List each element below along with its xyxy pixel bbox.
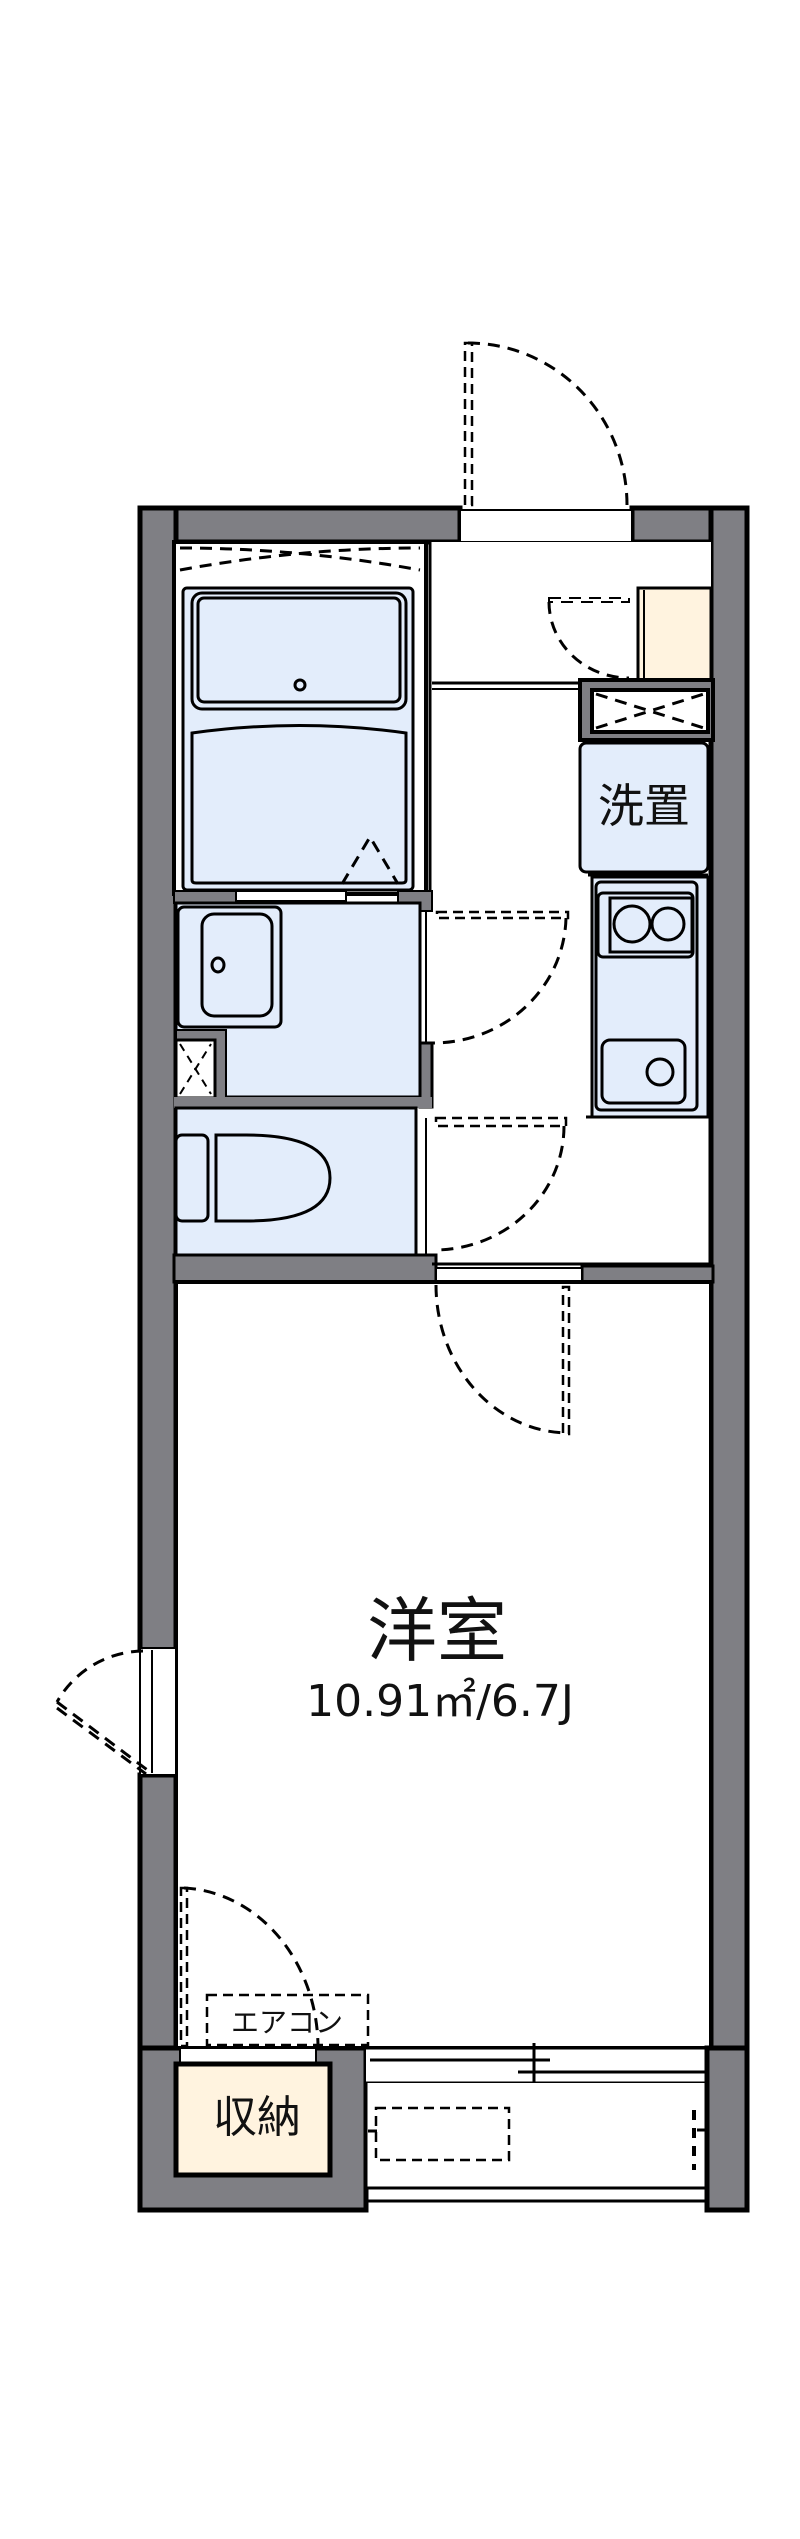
partition-wall <box>172 1253 438 1284</box>
washer-space-label: 洗置 <box>598 779 690 833</box>
bathroom <box>172 540 428 902</box>
air-conditioner-label: エアコン <box>231 2006 343 2039</box>
side-window[interactable] <box>55 1647 177 1776</box>
storage-closet[interactable]: 収納 <box>173 2047 333 2178</box>
toilet-icon <box>174 1133 332 1223</box>
ac-outdoor-unit <box>368 2106 511 2162</box>
balcony <box>364 2083 708 2210</box>
washbasin-icon <box>176 905 283 1029</box>
room-label: 洋室 <box>367 1590 507 1672</box>
washer-space: 洗置 <box>578 741 710 874</box>
washroom-door[interactable] <box>425 910 570 1045</box>
interior-wall <box>173 890 237 904</box>
toilet-door[interactable] <box>425 1116 568 1255</box>
closet-door[interactable] <box>179 1886 320 2048</box>
air-conditioner: エアコン <box>205 1993 370 2047</box>
kitchen-sink-icon <box>600 1038 687 1105</box>
room-area: 10.91㎡/6.7J <box>306 1676 574 1727</box>
room-door[interactable] <box>434 1284 571 1436</box>
pipe-shaft <box>578 678 715 742</box>
stove-icon <box>596 891 695 959</box>
storage-label: 収納 <box>213 2092 301 2143</box>
partition-wall <box>580 1264 715 1284</box>
washroom <box>174 901 432 1109</box>
bathtub-icon <box>190 591 408 711</box>
balcony-side-wall <box>704 2045 750 2213</box>
entrance-door[interactable] <box>459 341 633 543</box>
western-room: 洋室 10.91㎡/6.7J <box>174 1280 713 2050</box>
kitchen-counter <box>586 873 711 1119</box>
shoe-cabinet[interactable] <box>547 586 713 682</box>
toilet-room <box>174 1106 418 1257</box>
